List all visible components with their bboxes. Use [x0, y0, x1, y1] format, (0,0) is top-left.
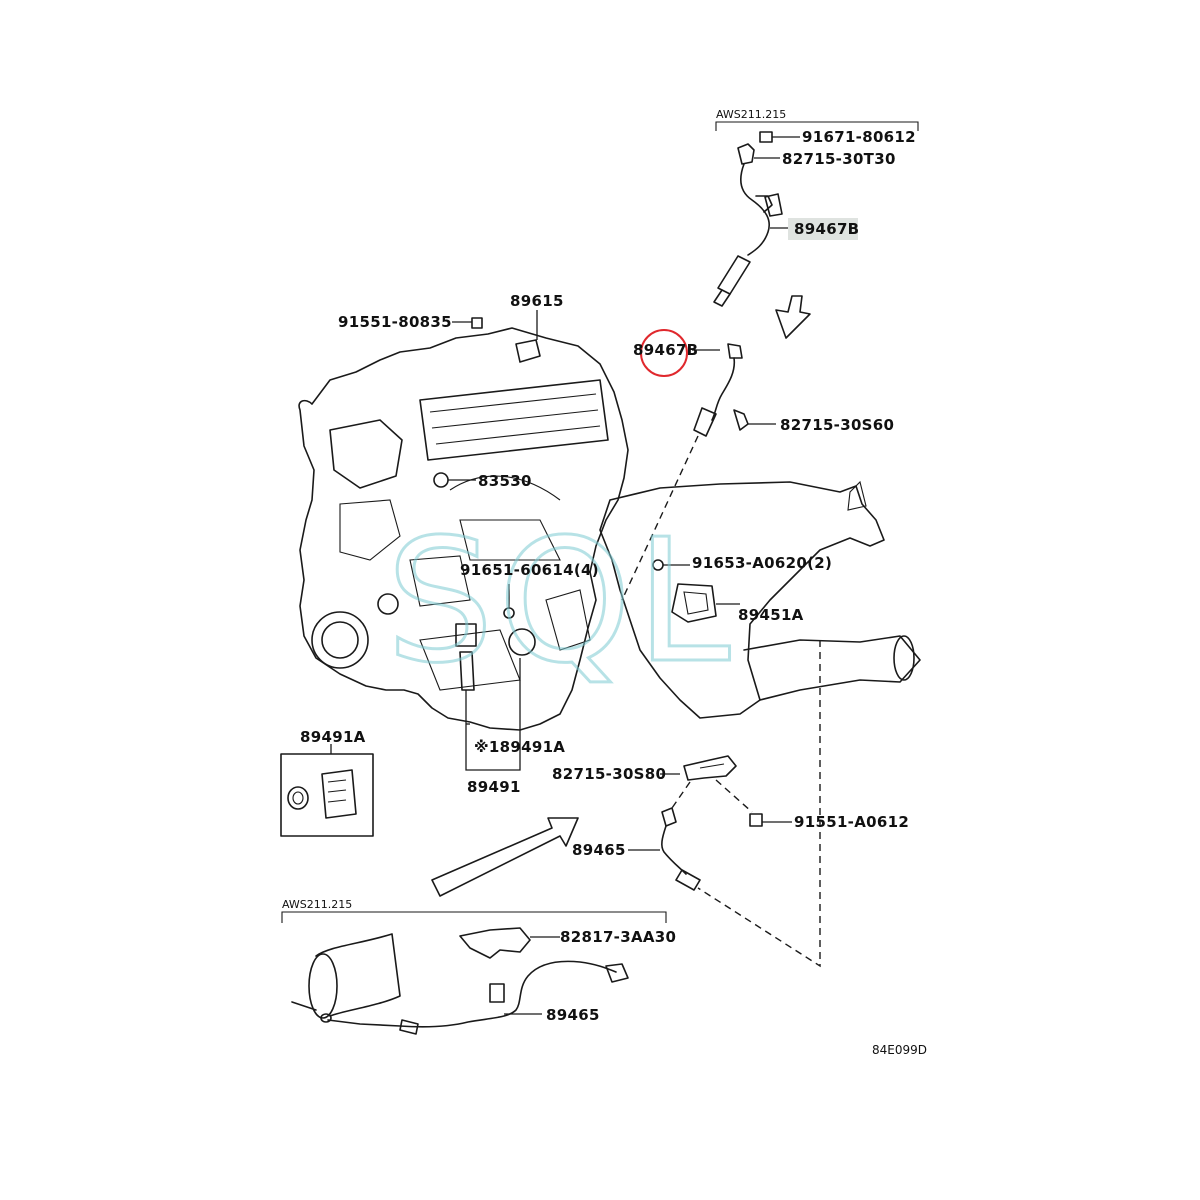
- part-label-82715-30S60: 82715-30S60: [780, 416, 894, 434]
- part-label-89465-mid: 89465: [572, 841, 626, 859]
- bolt-icon: [759, 131, 773, 143]
- part-label-82715-30T30: 82715-30T30: [782, 150, 896, 168]
- part-label-83530: 83530: [478, 472, 532, 490]
- engine-block-drawing: [298, 310, 629, 771]
- bottom-bracket-label: AWS211.215: [282, 898, 352, 911]
- part-label-89451A: 89451A: [738, 606, 804, 624]
- bottom-bracket: AWS211.215: [281, 898, 667, 923]
- part-label-89467B-mid: 89467B: [633, 341, 698, 359]
- part-label-82715-30S80: 82715-30S80: [552, 765, 666, 783]
- part-label-89615: 89615: [510, 292, 564, 310]
- part-label-91651-60614: 91651-60614(4): [460, 561, 599, 579]
- part-label-82817-3AA30: 82817-3AA30: [560, 928, 676, 946]
- part-label-91551-A0612: 91551-A0612: [794, 813, 909, 831]
- part-labels: 91671-80612 82715-30T30 89467B 89615 915…: [300, 128, 927, 1057]
- part-label-89491: 89491: [467, 778, 521, 796]
- part-label-89491A-box: 89491A: [300, 728, 366, 746]
- bolt-icon: [749, 813, 763, 827]
- figure-code: 84E099D: [872, 1043, 927, 1057]
- part-label-89467B-top: 89467B: [794, 220, 859, 238]
- top-bracket-label: AWS211.215: [716, 108, 786, 121]
- direction-arrow-down: [775, 295, 811, 339]
- part-label-91551-80835: 91551-80835: [338, 313, 452, 331]
- part-label-91653-A0620: 91653-A0620(2): [692, 554, 832, 572]
- bolt-icon: [471, 317, 483, 329]
- direction-arrow-up-right: [431, 817, 579, 897]
- part-label-91671-80612: 91671-80612: [802, 128, 916, 146]
- bottom-exhaust-drawing: [291, 927, 629, 1035]
- part-label-189491A: ※189491A: [474, 738, 565, 756]
- label-highlight: [788, 218, 858, 240]
- bolt-icon: [433, 472, 449, 488]
- part-label-89465-bottom: 89465: [546, 1006, 600, 1024]
- watermark: SQL: [386, 503, 734, 701]
- top-oxygen-sensor-drawing: [713, 131, 800, 307]
- lower-mid-sensor-drawing: [628, 640, 821, 968]
- top-bracket: AWS211.215: [715, 108, 919, 131]
- highlight-circle: [640, 329, 688, 377]
- mid-oxygen-sensor-drawing: [621, 343, 776, 601]
- part-box-89491A: [280, 744, 374, 837]
